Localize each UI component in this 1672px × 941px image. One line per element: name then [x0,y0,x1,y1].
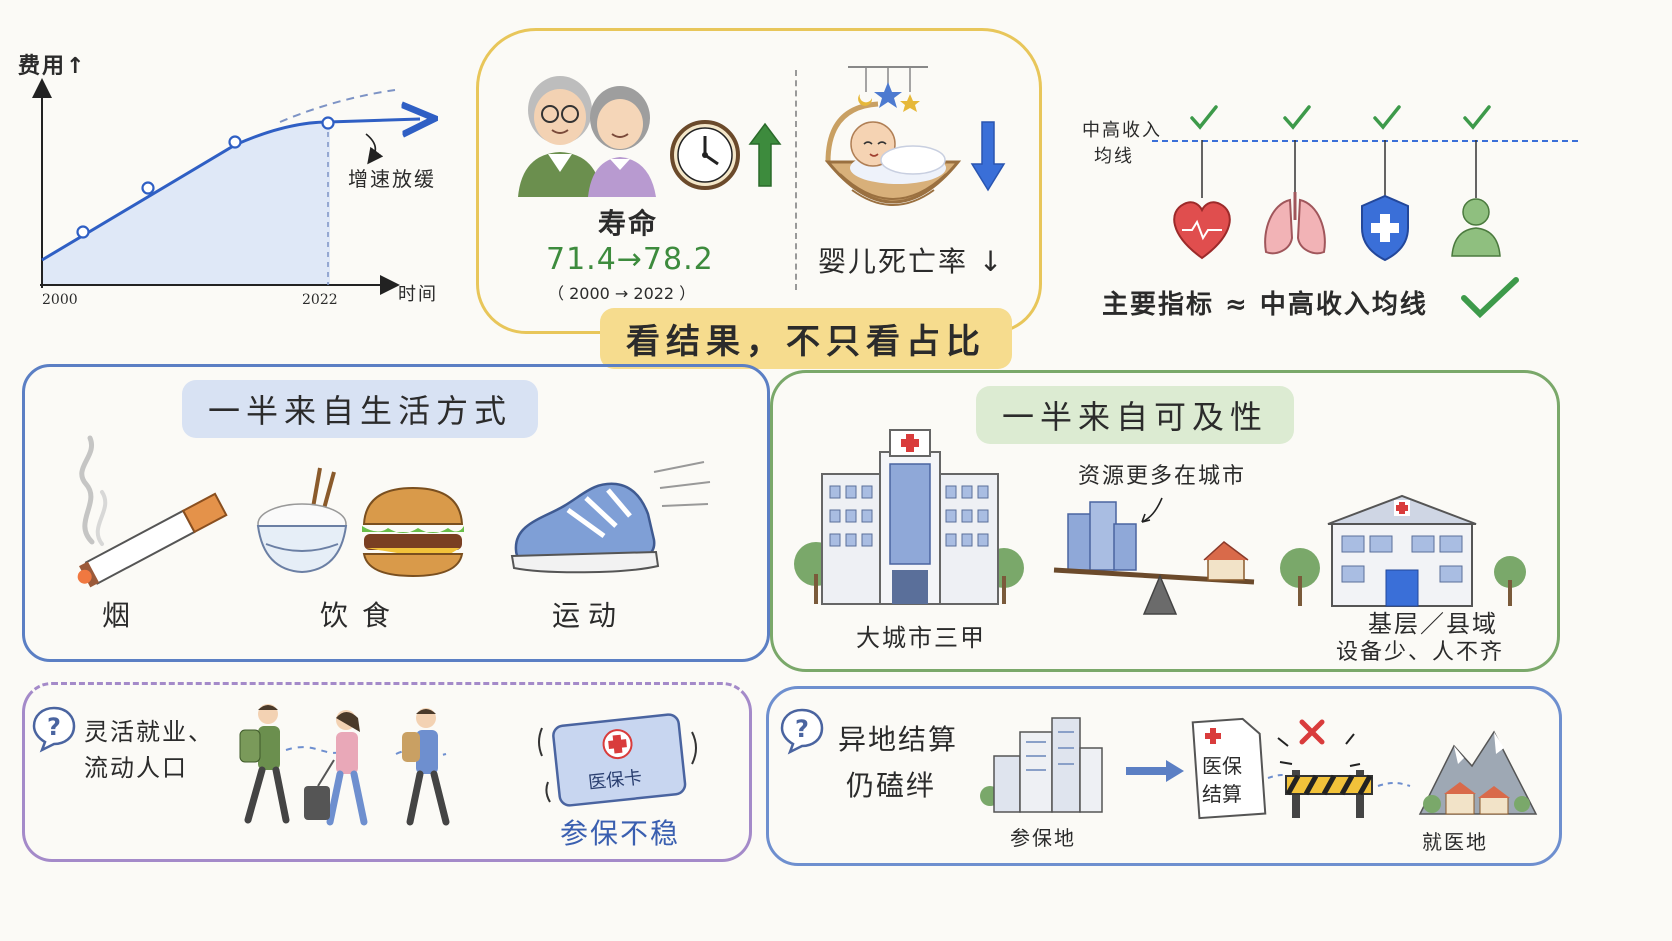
destination-label: 就医地 [1422,830,1488,854]
lifespan-title: 寿命 [598,207,659,240]
access-panel [770,370,1560,672]
trend-projection [279,89,396,123]
settlement-question-line1: 异地结算 [838,723,959,756]
data-point [228,135,242,149]
decrease-arrow-icon [970,120,1006,192]
indicator-summary: 主要指标 ≈ 中高收入均线 [1102,290,1428,320]
grassroots-label-line1: 基层／县域 [1368,610,1498,638]
origin-city-illustration [980,712,1110,813]
mobile-result: 参保不稳 [560,817,681,850]
note-arrow [365,133,384,165]
destination-village-illustration [1418,724,1538,816]
access-title: 一半来自可及性 [976,386,1295,444]
results-divider [795,70,797,290]
rice-bowl-icon [254,466,352,578]
cost-trend-chart: 费用↑ 时间 2000 2022 增速放缓 [10,30,460,330]
benchmark-line [1152,140,1578,142]
big-hospital-illustration [790,424,1030,606]
origin-label: 参保地 [1010,826,1076,850]
grassroots-label-line2: 设备少、人不齐 [1336,640,1505,665]
data-point [76,225,90,239]
trend-area [42,122,330,285]
mobile-question-line2: 流动人口 [84,754,188,782]
svg-text:?: ? [47,713,61,741]
slowdown-note: 增速放缓 [348,167,436,191]
clock-icon [668,118,742,192]
settlement-document-icon: 医保 结算 [1188,716,1268,820]
x-axis-label: 时间 [398,284,438,305]
question-icon: ? [30,704,78,753]
lifestyle-panel [22,364,770,662]
cigarette-icon [62,432,238,588]
person-icon [1462,198,1490,226]
resource-note: 资源更多在城市 [1078,464,1247,489]
infant-mortality-label: 婴儿死亡率 ↓ [818,245,1005,278]
settlement-panel [766,686,1562,866]
mobile-workers-panel [22,682,752,862]
question-icon: ? [778,706,826,755]
check-icon [1373,105,1401,130]
lifestyle-title: 一半来自生活方式 [182,380,539,438]
summary-check-icon [1460,276,1520,320]
lungs-icon [1264,198,1326,255]
trend-svg [32,78,460,295]
settlement-question-line2: 仍磕绊 [846,769,937,802]
arrow-to-settlement-icon [1124,758,1186,784]
insurance-card: 医保卡 [534,708,704,808]
lifestyle-item-diet: 饮食 [320,599,405,632]
burger-icon [358,484,468,580]
tick-2022: 2022 [302,292,338,308]
increase-arrow-icon [748,122,782,188]
lifespan-values: 71.4→78.2 [546,242,714,277]
y-axis-label: 费用↑ [18,54,87,79]
indicator-icons [1150,100,1580,270]
lifestyle-item-smoking: 烟 [102,599,133,632]
document-label-line1: 医保 [1202,754,1242,778]
lifestyle-item-exercise: 运动 [552,599,625,632]
check-icon [1190,105,1218,130]
data-point [141,181,155,195]
resource-scale-illustration [1048,490,1272,620]
heart-icon [1173,201,1231,260]
benchmark-label-line2: 均线 [1094,146,1134,167]
blocked-barrier-illustration [1266,704,1416,820]
benchmark-label-line1: 中高收入 [1082,120,1162,141]
document-label-line2: 结算 [1202,782,1242,806]
check-icon [1463,105,1491,130]
elderly-couple-illustration [508,62,668,197]
migrant-travelers-illustration [226,700,476,830]
grassroots-hospital-illustration [1278,488,1528,608]
big-hospital-label: 大城市三甲 [856,624,986,652]
mobile-question-line1: 灵活就业、 [84,718,214,746]
tick-2000: 2000 [42,292,78,308]
data-point [321,116,335,130]
results-banner: 看结果，不只看占比 [600,308,1012,369]
svg-text:?: ? [795,715,809,743]
baby-cradle-illustration [818,52,968,227]
check-icon [1283,105,1311,130]
lifespan-years: （ 2000 → 2022 ） [548,284,696,303]
sneaker-icon [504,454,714,584]
